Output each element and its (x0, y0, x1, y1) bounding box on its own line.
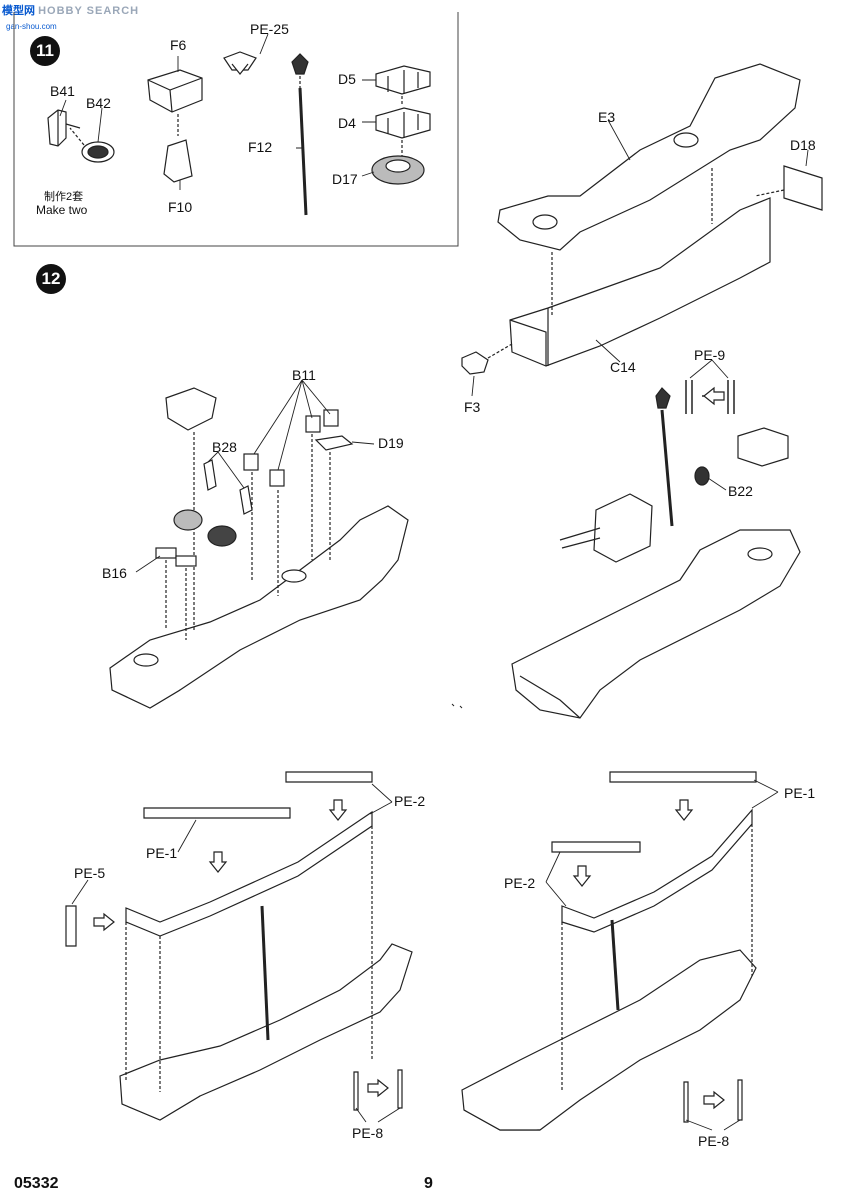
label-b22: B22 (728, 483, 753, 499)
label-c14: C14 (610, 359, 636, 375)
part-b41 (47, 109, 81, 147)
step11-frame (13, 12, 459, 247)
label-d18: D18 (790, 137, 816, 153)
arrow-icon (93, 912, 115, 932)
arrow-icon (703, 386, 725, 406)
label-b41: B41 (50, 83, 75, 99)
watermark: 模型网 HOBBY SEARCH (2, 2, 139, 18)
label-pe2-right: PE-2 (504, 875, 536, 891)
label-b11: B11 (292, 367, 316, 383)
arrow-icon (703, 1090, 725, 1110)
note-en: Make two (36, 203, 88, 217)
part-c14 (509, 197, 771, 367)
label-pe2-left: PE-2 (394, 793, 426, 809)
label-d19: D19 (378, 435, 404, 451)
part-d4-right (737, 427, 789, 467)
label-pe1-left: PE-1 (146, 845, 178, 861)
label-d4: D4 (338, 115, 356, 131)
label-pe8-left: PE-8 (352, 1125, 384, 1141)
part-b22 (694, 466, 710, 486)
label-pe25: PE-25 (250, 21, 289, 37)
ship-bottom-right (461, 949, 757, 1131)
label-pe8-right: PE-8 (698, 1133, 730, 1149)
label-e3: E3 (598, 109, 616, 125)
turret (559, 493, 653, 563)
pe-rails-bottom-left (65, 771, 403, 1111)
label-f10: F10 (168, 199, 193, 215)
page-number: 9 (424, 1175, 433, 1192)
ship-middle-right (511, 529, 801, 719)
arrow-icon (674, 799, 694, 821)
watermark-text: HOBBY SEARCH (38, 5, 140, 17)
label-d5: D5 (338, 71, 356, 87)
arrow-icon (208, 851, 228, 873)
label-f3: F3 (464, 399, 481, 415)
label-pe1-right: PE-1 (784, 785, 816, 801)
arrow-icon (572, 865, 592, 887)
label-d17: D17 (332, 171, 358, 187)
part-b16-group (155, 547, 197, 567)
label-pe9: PE-9 (694, 347, 726, 363)
label-pe5: PE-5 (74, 865, 106, 881)
ship-bottom-left (119, 943, 413, 1121)
label-f12: F12 (248, 139, 273, 155)
part-f3-shield-b (165, 387, 217, 431)
step-11-badge: 11 (30, 36, 60, 66)
part-f10 (163, 139, 193, 183)
part-pe25 (223, 51, 257, 75)
pe-rails-bottom-right (551, 771, 757, 1123)
pe9-ladder (727, 380, 735, 414)
part-d5 (375, 65, 431, 95)
note-cn: 制作2套 (44, 191, 84, 203)
part-d17 (371, 155, 425, 185)
label-b16: B16 (102, 565, 127, 581)
part-f12 (291, 53, 309, 216)
part-f3 (461, 351, 489, 375)
part-b42 (81, 141, 115, 163)
step-12-badge: 12 (36, 264, 66, 294)
arrow-icon (367, 1078, 389, 1098)
part-pe9-mast (655, 380, 693, 527)
part-d18 (783, 165, 823, 211)
watermark-url: gan-shou.com (6, 22, 57, 31)
part-f6 (147, 69, 203, 113)
watermark-brand: 模型网 (2, 5, 35, 17)
label-f6: F6 (170, 37, 187, 53)
ship-middle-left (109, 505, 409, 709)
arrow-icon (328, 799, 348, 821)
part-d19 (314, 435, 354, 451)
part-b28-group (203, 459, 253, 515)
label-b42: B42 (86, 95, 111, 111)
product-code: 05332 (14, 1175, 59, 1192)
part-d4 (375, 107, 431, 139)
part-d17-left (173, 509, 237, 547)
label-b28: B28 (212, 439, 237, 455)
part-e3 (497, 63, 801, 251)
part-b11-group (243, 409, 339, 487)
